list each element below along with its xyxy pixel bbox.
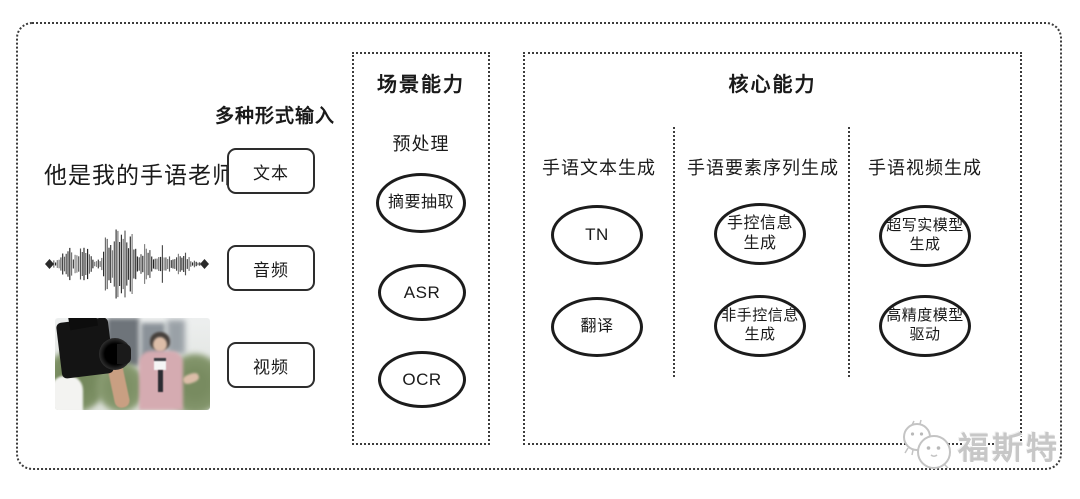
photo-microphone [158, 370, 163, 392]
scene-capability-box [352, 52, 490, 445]
node-manual-info-generation: 手控信息 生成 [714, 203, 806, 265]
input-section-label: 多种形式输入 [214, 106, 335, 127]
node-non-manual-info-generation: 非手控信息 生成 [714, 295, 806, 357]
input-box-video-label: 视频 [253, 357, 289, 377]
node-high-precision-model-driving: 高精度模型 驱动 [879, 295, 971, 357]
photo-microphone-flag [154, 358, 166, 370]
input-box-text: 文本 [227, 148, 315, 194]
photo-cameraman-shirt [55, 376, 83, 410]
photo-building [167, 320, 185, 354]
core-capability-title: 核心能力 [728, 74, 817, 96]
watermark-text: 福斯特 [958, 430, 1060, 466]
input-box-video: 视频 [227, 342, 315, 388]
column-header-sign-element-sequence-generation: 手语要素序列生成 [687, 158, 839, 178]
column-divider [673, 127, 675, 377]
audio-waveform-icon [45, 229, 209, 299]
node-hyperrealistic-model-generation: 超写实模型 生成 [879, 205, 971, 267]
column-header-sign-text-generation: 手语文本生成 [542, 158, 656, 178]
column-divider [848, 127, 850, 377]
node-asr: ASR [378, 264, 466, 321]
node-summary-extraction: 摘要抽取 [376, 173, 466, 233]
example-sentence: 他是我的手语老师 [44, 162, 236, 188]
input-box-audio-label: 音频 [253, 260, 289, 280]
column-header-sign-video-generation: 手语视频生成 [868, 158, 982, 178]
node-ocr: OCR [378, 351, 466, 408]
video-frame-thumbnail [55, 318, 210, 410]
input-box-text-label: 文本 [253, 163, 289, 183]
core-capability-box [523, 52, 1022, 445]
node-tn: TN [551, 205, 643, 265]
input-box-audio: 音频 [227, 245, 315, 291]
scene-capability-title: 场景能力 [377, 74, 465, 96]
photo-camera-hood [117, 344, 131, 364]
preprocess-label: 预处理 [392, 134, 450, 154]
watermark: 福斯特 [896, 418, 1060, 472]
outer-border [16, 22, 1062, 470]
node-translation: 翻译 [551, 297, 643, 357]
photo-reporter-face [153, 337, 167, 352]
chick-faces-logo-icon [903, 419, 951, 469]
